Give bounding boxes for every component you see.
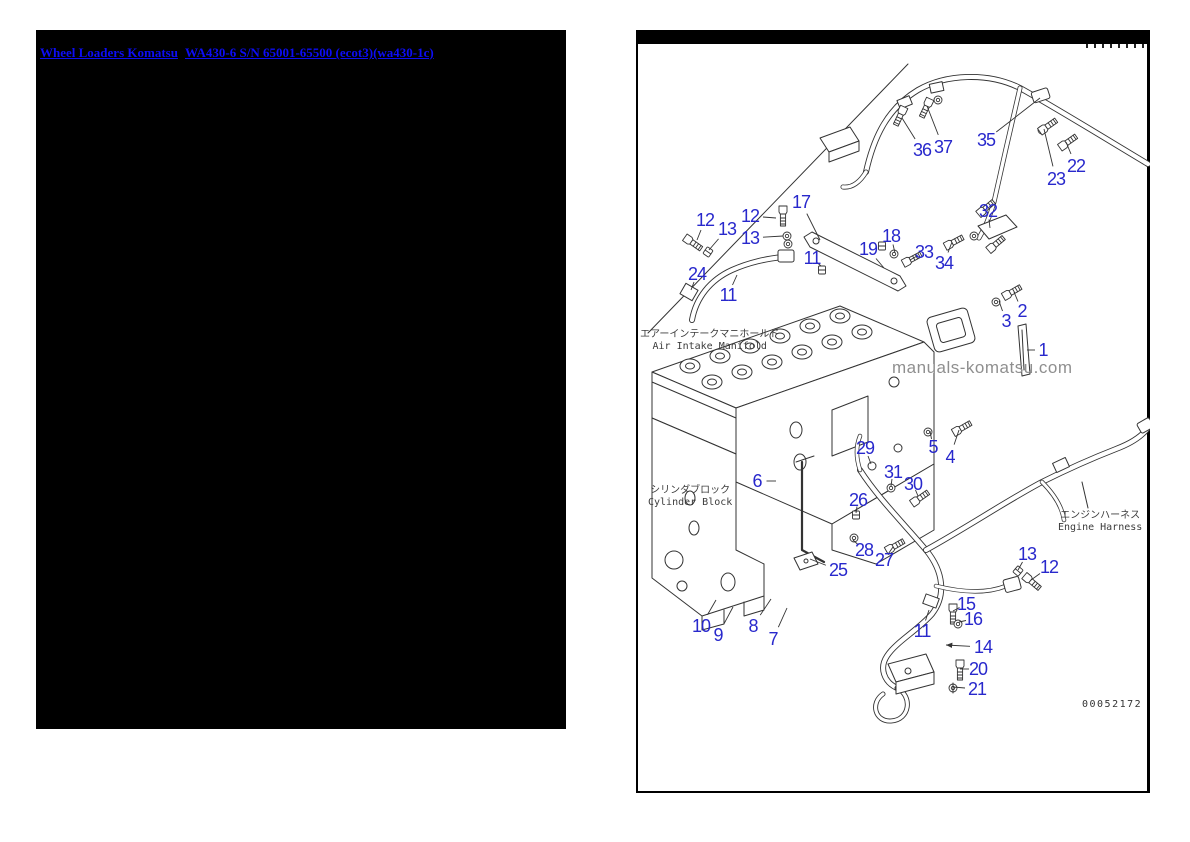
callout-17: 17 (791, 192, 811, 212)
callout-32: 32 (978, 201, 998, 221)
drawing-number: 00052172 (1082, 699, 1143, 710)
callout-12: 12 (1039, 557, 1059, 577)
callout-12: 12 (740, 206, 760, 226)
callout-5: 5 (928, 437, 938, 457)
callout-1: 1 (1038, 340, 1048, 360)
callout-13: 13 (717, 219, 737, 239)
diagram-page-frame (636, 30, 1150, 793)
callout-13: 13 (1017, 544, 1037, 564)
callout-35: 35 (976, 130, 996, 150)
callout-25: 25 (828, 560, 848, 580)
callout-23: 23 (1046, 169, 1066, 189)
callout-16: 16 (963, 609, 983, 629)
callout-22: 22 (1066, 156, 1086, 176)
callout-10: 10 (691, 616, 711, 636)
callout-12: 12 (695, 210, 715, 230)
callout-37: 37 (933, 137, 953, 157)
breadcrumb: Wheel Loaders Komatsu WA430-6 S/N 65001-6… (40, 45, 441, 60)
callout-26: 26 (848, 490, 868, 510)
callout-11: 11 (719, 285, 738, 305)
link-wheel-loaders-komatsu[interactable]: Wheel Loaders Komatsu (40, 45, 178, 60)
link-model-serial[interactable]: WA430-6 S/N 65001-65500 (ecot3)(wa430-1c… (184, 45, 434, 60)
callout-4: 4 (945, 447, 955, 467)
callout-20: 20 (968, 659, 988, 679)
callout-21: 21 (967, 679, 987, 699)
callout-2: 2 (1017, 301, 1027, 321)
callout-19: 19 (858, 239, 878, 259)
callout-13: 13 (740, 228, 760, 248)
callout-27: 27 (874, 550, 894, 570)
callout-3: 3 (1001, 311, 1011, 331)
callout-6: 6 (752, 471, 762, 491)
callout-11: 11 (913, 621, 932, 641)
callout-18: 18 (881, 226, 901, 246)
callout-11: 11 (803, 248, 822, 268)
callout-7: 7 (768, 629, 778, 649)
callout-34: 34 (934, 253, 954, 273)
callout-14: 14 (973, 637, 993, 657)
callout-30: 30 (903, 474, 923, 494)
callout-29: 29 (855, 438, 875, 458)
callout-8: 8 (748, 616, 758, 636)
callout-33: 33 (914, 242, 934, 262)
callout-15: 15 (956, 594, 976, 614)
watermark-text: manuals-komatsu.com (892, 358, 1073, 377)
callout-36: 36 (912, 140, 932, 160)
callout-24: 24 (687, 264, 707, 284)
left-black-panel (36, 30, 566, 729)
callout-28: 28 (854, 540, 874, 560)
callout-9: 9 (713, 625, 723, 645)
page-edge-tick-marks (1086, 44, 1146, 48)
callout-31: 31 (883, 462, 903, 482)
